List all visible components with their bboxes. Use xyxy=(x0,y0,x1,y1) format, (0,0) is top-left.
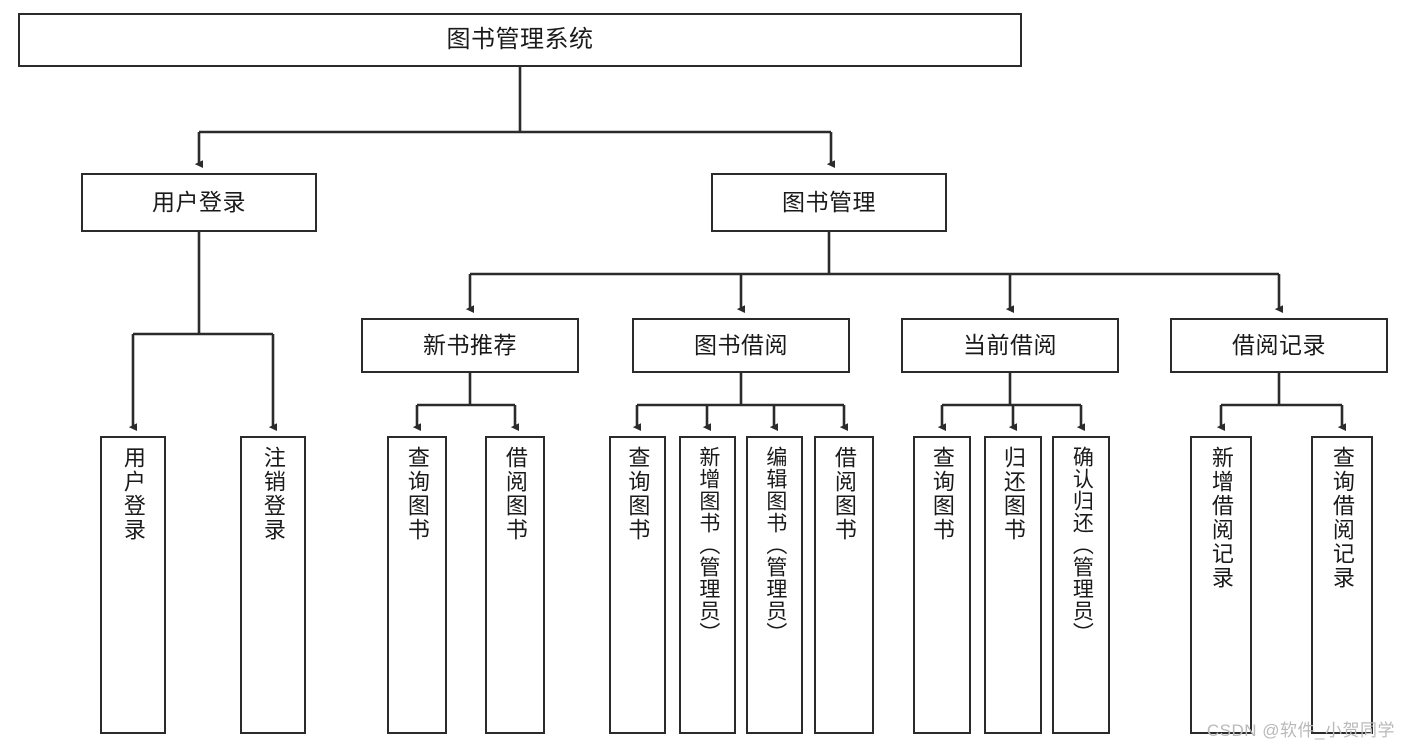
node-leaf-user-logout[interactable]: 注销登录 xyxy=(240,436,306,734)
node-label: 图书借阅 xyxy=(694,332,788,358)
node-label: 图书管理 xyxy=(782,189,876,215)
node-label: 用户登录 xyxy=(152,189,246,215)
node-label: 查询图书 xyxy=(625,446,651,542)
node-leaf-query-book-current[interactable]: 查询图书 xyxy=(913,436,971,734)
node-label: 确认归还（管理员） xyxy=(1070,446,1094,644)
node-leaf-confirm-return-admin[interactable]: 确认归还（管理员） xyxy=(1052,436,1110,734)
node-label: 新增图书（管理员） xyxy=(696,446,720,644)
csdn-watermark: CSDN @软件_小贺同学 xyxy=(1206,721,1395,740)
node-label: 借阅图书 xyxy=(502,446,528,542)
node-label: 查询借阅记录 xyxy=(1329,446,1355,590)
node-leaf-user-login[interactable]: 用户登录 xyxy=(100,436,166,734)
node-new-book-recommendation[interactable]: 新书推荐 xyxy=(361,318,579,373)
node-label: 归还图书 xyxy=(1000,446,1026,542)
node-label: 借阅图书 xyxy=(831,446,857,542)
node-leaf-query-book-recommend[interactable]: 查询图书 xyxy=(387,436,447,734)
node-user-login[interactable]: 用户登录 xyxy=(81,173,317,232)
node-label: 注销登录 xyxy=(260,446,286,542)
node-leaf-edit-book-admin[interactable]: 编辑图书（管理员） xyxy=(746,436,803,734)
node-label: 当前借阅 xyxy=(963,332,1057,358)
node-leaf-query-borrow-record[interactable]: 查询借阅记录 xyxy=(1311,436,1373,734)
node-label: 图书管理系统 xyxy=(446,26,594,53)
node-root-book-management-system[interactable]: 图书管理系统 xyxy=(18,13,1022,67)
node-leaf-borrow-book[interactable]: 借阅图书 xyxy=(814,436,874,734)
node-label: 查询图书 xyxy=(404,446,430,542)
node-label: 查询图书 xyxy=(929,446,955,542)
node-leaf-add-book-admin[interactable]: 新增图书（管理员） xyxy=(679,436,736,734)
node-label: 新书推荐 xyxy=(423,332,517,358)
node-label: 编辑图书（管理员） xyxy=(763,446,787,644)
node-current-borrowing[interactable]: 当前借阅 xyxy=(901,318,1119,373)
node-leaf-borrow-book-recommend[interactable]: 借阅图书 xyxy=(485,436,545,734)
node-leaf-add-borrow-record[interactable]: 新增借阅记录 xyxy=(1190,436,1252,734)
node-book-management[interactable]: 图书管理 xyxy=(711,173,947,232)
node-label: 新增借阅记录 xyxy=(1208,446,1234,590)
node-label: 借阅记录 xyxy=(1232,332,1326,358)
node-borrowing-records[interactable]: 借阅记录 xyxy=(1170,318,1388,373)
node-leaf-query-book-borrow[interactable]: 查询图书 xyxy=(609,436,666,734)
node-label: 用户登录 xyxy=(120,446,146,542)
node-book-borrowing[interactable]: 图书借阅 xyxy=(632,318,850,373)
node-leaf-return-book[interactable]: 归还图书 xyxy=(984,436,1042,734)
